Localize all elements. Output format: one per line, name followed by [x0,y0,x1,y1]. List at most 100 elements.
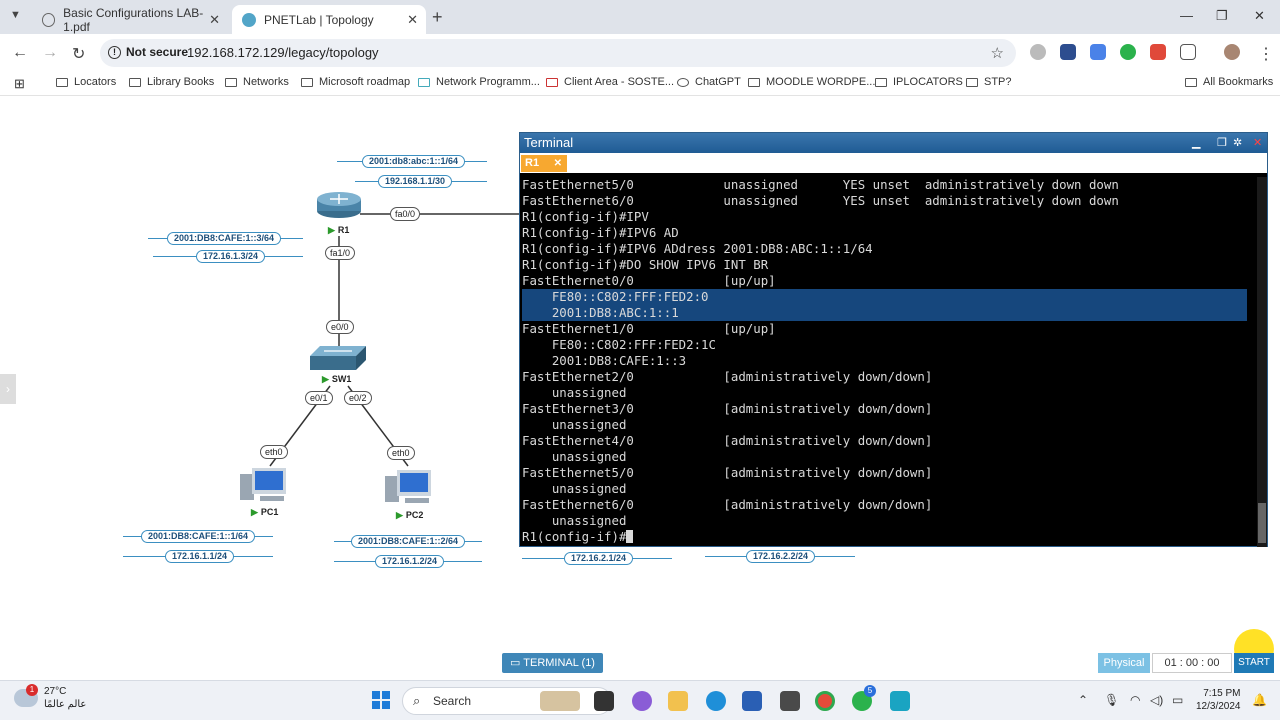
terminal-output[interactable]: FastEthernet5/0 unassigned YES unset adm… [520,177,1257,547]
terminal-titlebar[interactable]: Terminal ▁ ❐ ✲ ✕ [520,133,1267,153]
physical-button[interactable]: Physical [1098,653,1150,673]
terminal-line: FE80::C802:FFF:FED2:1C [522,337,716,352]
terminal-scrollbar[interactable] [1257,177,1267,547]
bookmark-stp[interactable]: STP? [966,76,1012,88]
chrome-icon[interactable] [815,691,835,711]
extension-shield-icon[interactable] [1060,44,1076,60]
device-label-r1[interactable]: ▶R1 [328,225,349,236]
minimize-icon[interactable]: — [1180,8,1193,23]
bookmark-iplocators[interactable]: IPLOCATORS [875,76,963,88]
device-label-pc1[interactable]: ▶PC1 [251,507,278,518]
all-bookmarks[interactable]: All Bookmarks [1185,76,1273,88]
close-window-icon[interactable]: ✕ [1254,8,1265,23]
file-explorer-icon[interactable] [668,691,688,711]
terminal-line: FastEthernet0/0 [up/up] [522,273,776,288]
back-icon[interactable]: ← [12,44,28,61]
pc-pc1[interactable] [240,468,288,504]
terminal-line: 2001:DB8:ABC:1::1 [522,305,1247,321]
port-label: fa1/0 [325,246,356,260]
terminal-line: FastEthernet1/0 [up/up] [522,321,776,336]
security-indicator[interactable]: ! Not secure [108,45,188,59]
extension-translate-icon[interactable] [1090,44,1106,60]
sidebar-expand-arrow-icon[interactable]: › [0,374,16,404]
pc-pc2[interactable] [385,470,433,506]
wifi-icon[interactable]: ◠ [1130,693,1141,707]
profile-avatar[interactable] [1224,44,1240,60]
temperature: 27°C [44,686,67,697]
terminal-window[interactable]: Terminal ▁ ❐ ✲ ✕ R1 ✕ FastEthernet5/0 un… [519,132,1268,547]
volume-icon[interactable]: ◁) [1150,693,1164,707]
maximize-icon[interactable]: ❐ [1216,8,1228,23]
bookmark-client-area[interactable]: Client Area - SOSTE... [546,76,674,88]
weather-widget[interactable]: 1 27°C عالم عالمًا [14,684,86,711]
terminal-prompt-line[interactable]: R1(config-if)# [522,529,1257,545]
terminal-scrollbar-thumb[interactable] [1258,503,1266,543]
bookmark-label: STP? [984,76,1012,88]
battery-icon[interactable]: ▭ [1172,693,1184,707]
whatsapp-icon[interactable]: 5 [852,685,876,711]
menu-dots-icon[interactable]: ⋮ [1258,46,1274,63]
omnibox[interactable]: ! Not secure 192.168.172.129/legacy/topo… [100,39,1016,67]
tab-pdf[interactable]: Basic Configurations LAB-1.pdf ✕ [32,5,228,34]
tab-pnetlab[interactable]: PNETLab | Topology ✕ [232,5,426,34]
ip-label: 2001:DB8:CAFE:1::2/64 [351,535,466,548]
close-tab-icon[interactable]: ✕ [407,11,418,27]
extension-cloud-icon[interactable] [1030,44,1046,60]
forward-icon[interactable]: → [42,44,58,61]
switch-sw1[interactable] [310,344,366,372]
new-tab-button[interactable]: + [432,7,443,27]
microphone-icon[interactable]: 🎙 [1104,693,1120,707]
bookmark-star-icon[interactable]: ☆ [990,45,1004,62]
bookmark-chatgpt[interactable]: ChatGPT [677,76,741,88]
terminal-count-button[interactable]: ▭ TERMINAL (1) [502,653,603,673]
router-r1[interactable] [316,191,362,219]
tab-title: Basic Configurations LAB-1.pdf [63,5,204,34]
bookmark-library-books[interactable]: Library Books [129,76,214,88]
restore-icon[interactable]: ❐ [1217,137,1227,149]
bookmark-locators[interactable]: Locators [56,76,116,88]
close-icon[interactable]: ✕ [1253,137,1263,149]
bookmark-label: All Bookmarks [1203,76,1274,88]
extensions-puzzle-icon[interactable] [1180,44,1196,60]
taskbar-terminal-icon[interactable] [594,691,614,711]
start-button[interactable]: START [1234,653,1274,673]
ip-label: 2001:db8:abc:1::1/64 [362,155,466,168]
bookmark-moodle[interactable]: MOODLE WORDPE... [748,76,875,88]
close-tab-icon[interactable]: ✕ [209,11,220,27]
reload-icon[interactable]: ↻ [72,46,86,63]
tab-list-chevron-icon[interactable]: ▼ [10,9,21,21]
windows-start-icon[interactable] [372,691,390,709]
app-icon[interactable] [890,691,910,711]
store-icon[interactable] [742,691,762,711]
url-text[interactable]: 192.168.172.129/legacy/topology [187,45,379,60]
apps-grid-icon[interactable]: ⊞ [14,76,25,91]
bookmark-network-programm[interactable]: Network Programm... [418,76,540,88]
link-icon [418,77,430,87]
app-icon[interactable] [780,691,800,711]
extension-green-icon[interactable] [1120,44,1136,60]
settings-gear-icon[interactable]: ✲ [1233,137,1243,149]
terminal-tabstrip: R1 ✕ [520,153,1267,173]
tray-chevron-icon[interactable]: ⌃ [1078,693,1089,707]
copilot-icon[interactable] [632,691,652,711]
minimize-icon[interactable]: ▁ [1192,137,1201,149]
close-tab-icon[interactable]: ✕ [553,158,562,169]
bookmark-label: MOODLE WORDPE... [766,76,876,88]
terminal-tab-r1[interactable]: R1 ✕ [521,155,567,172]
folder-icon [966,77,978,87]
taskbar-clock[interactable]: 7:15 PM 12/3/2024 [1196,687,1241,713]
ip-label: 172.16.1.2/24 [375,555,445,568]
notifications-icon[interactable]: 🔔 [1252,693,1267,707]
device-label-pc2[interactable]: ▶PC2 [396,510,423,521]
taskbar-search[interactable]: ⌕ Search [402,687,612,715]
terminal-line: FastEthernet6/0 [administratively down/d… [522,497,933,512]
bookmark-networks[interactable]: Networks [225,76,289,88]
edge-icon[interactable] [706,691,726,711]
taskbar-widget-icon[interactable] [540,691,580,711]
bookmark-microsoft-roadmap[interactable]: Microsoft roadmap [301,76,410,88]
terminal-tab-label: R1 [525,157,540,169]
extension-tp-icon[interactable] [1150,44,1166,60]
device-label-sw1[interactable]: ▶SW1 [322,374,351,385]
timer-field[interactable]: 01 : 00 : 00 [1152,653,1232,673]
port-label: eth0 [387,446,415,460]
